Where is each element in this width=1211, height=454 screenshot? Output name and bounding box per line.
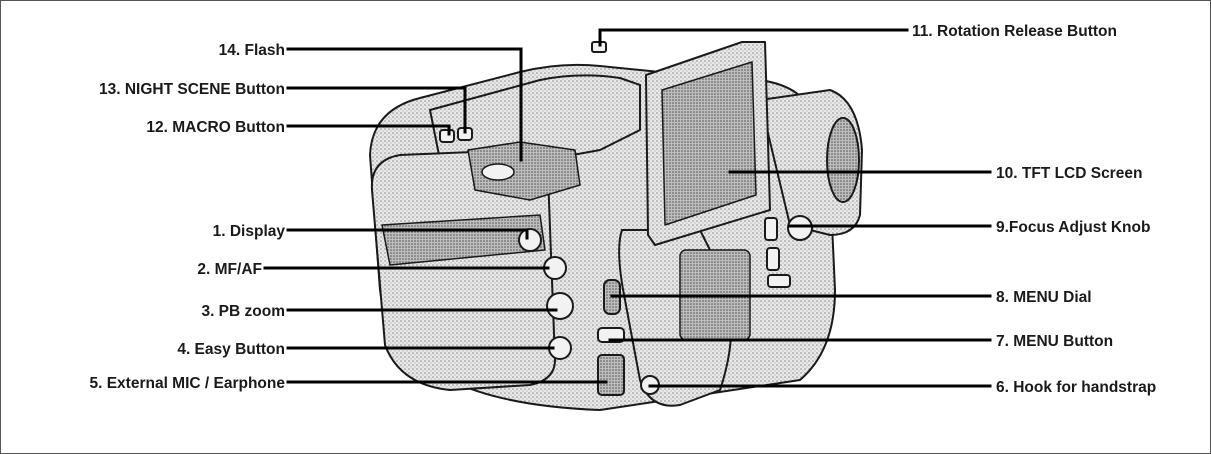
focus-knob-shape	[787, 215, 813, 241]
leader-rotation	[598, 28, 909, 47]
viewfinder-eyecup	[826, 117, 860, 203]
label-night-scene: 13. NIGHT SCENE Button	[99, 81, 285, 98]
label-pbzoom: 3. PB zoom	[201, 303, 285, 320]
label-focus: 9.Focus Adjust Knob	[996, 219, 1150, 236]
lens-shade-band	[381, 214, 546, 266]
label-lcd: 10. TFT LCD Screen	[996, 165, 1142, 182]
display-button-shape	[518, 228, 542, 252]
label-flash: 14. Flash	[219, 42, 285, 59]
label-menu-dial: 8. MENU Dial	[996, 289, 1092, 306]
camcorder-illustration	[369, 41, 863, 411]
label-menu-button: 7. MENU Button	[996, 333, 1113, 350]
label-display: 1. Display	[213, 223, 286, 240]
leader-lines	[263, 28, 992, 388]
label-hook: 6. Hook for handstrap	[996, 379, 1156, 396]
lens-housing	[370, 149, 556, 391]
label-mic: 5. External MIC / Earphone	[89, 375, 285, 392]
top-deck	[429, 74, 641, 171]
side-switch-1	[764, 217, 778, 241]
leader-flash	[286, 47, 523, 162]
leader-night-scene	[286, 86, 467, 134]
label-easy: 4. Easy Button	[177, 341, 285, 358]
leader-macro	[286, 124, 451, 136]
side-switch-3	[767, 274, 791, 288]
macro-button-shape	[439, 129, 455, 143]
pbzoom-button-shape	[546, 292, 574, 320]
label-rotation: 11. Rotation Release Button	[912, 23, 1117, 40]
label-macro: 12. MACRO Button	[146, 119, 285, 136]
lcd-screen	[661, 61, 757, 226]
label-mfaf: 2. MF/AF	[197, 261, 262, 278]
callout-labels: 14. Flash 13. NIGHT SCENE Button 12. MAC…	[89, 23, 1156, 396]
side-switch-2	[766, 247, 780, 271]
mic-jack-shape	[597, 354, 625, 396]
leader-display	[286, 228, 529, 240]
flash-lens	[481, 163, 515, 181]
